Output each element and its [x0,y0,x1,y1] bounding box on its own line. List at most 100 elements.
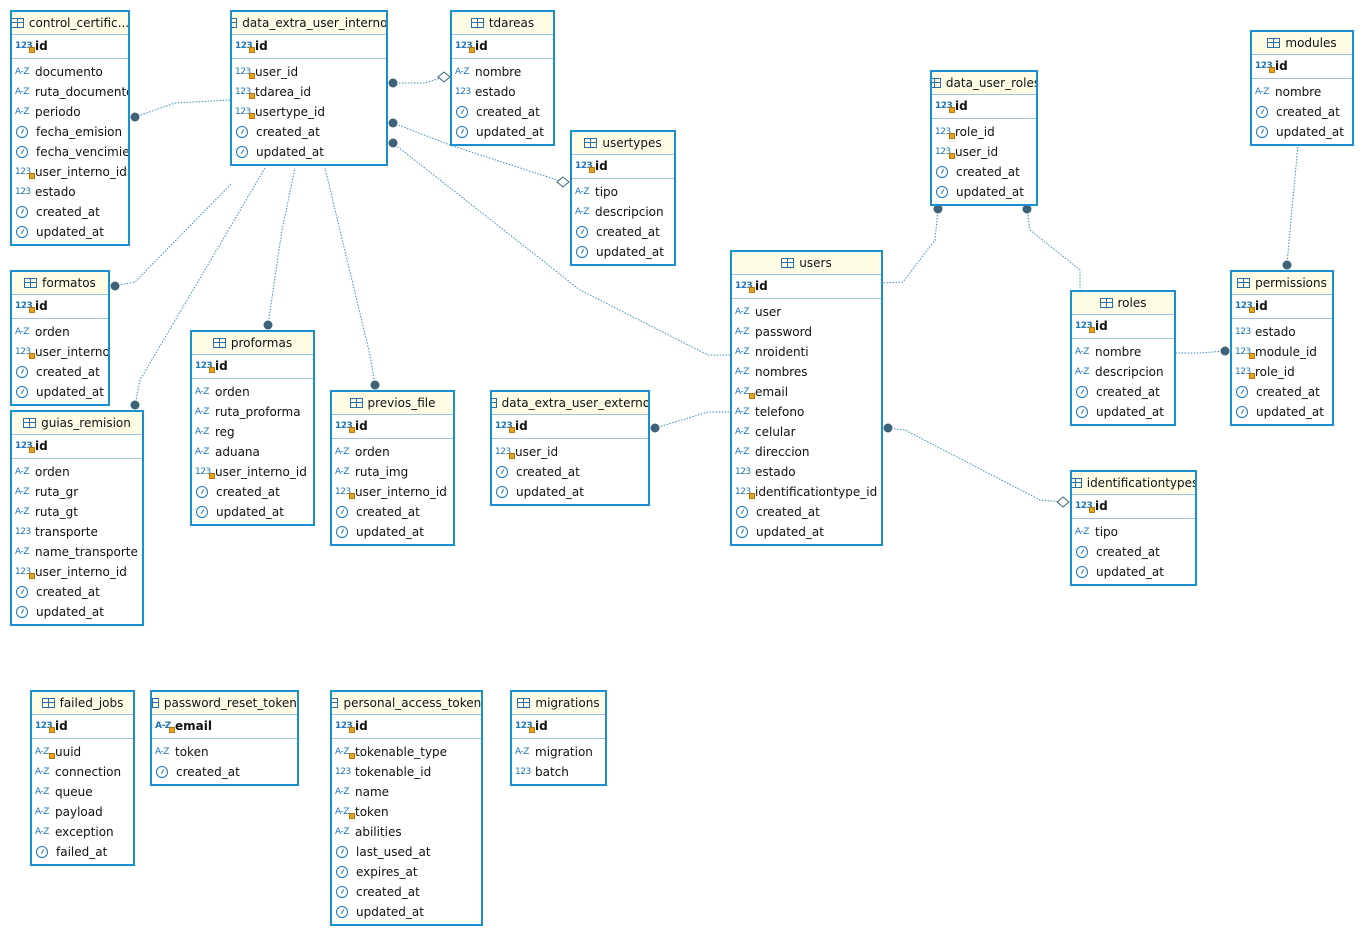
table-column[interactable]: created_at [152,762,297,782]
table-column[interactable]: updated_at [1252,122,1352,142]
table-column[interactable]: created_at [932,162,1036,182]
table-header[interactable]: personal_access_tokens [332,692,481,715]
table-column[interactable]: fecha_emision [12,122,128,142]
table-column[interactable]: expires_at [332,862,481,882]
table-header[interactable]: failed_jobs [32,692,133,715]
table-header[interactable]: data_user_roles [932,72,1036,95]
table-column[interactable]: updated_at [232,142,386,162]
table-column[interactable]: created_at [452,102,553,122]
table-column[interactable]: created_at [12,362,108,382]
table-column[interactable]: created_at [1232,382,1332,402]
table-column[interactable]: updated_at [332,522,453,542]
table-header[interactable]: previos_file [332,392,453,415]
table-header[interactable]: modules [1252,32,1352,55]
table-column[interactable]: failed_at [32,842,133,862]
table-column[interactable]: created_at [232,122,386,142]
table-header[interactable]: control_certific... [12,12,128,35]
table-formatos[interactable]: formatos123idA-Zorden123user_interno_icr… [10,270,110,406]
table-column[interactable]: created_at [572,222,674,242]
table-column[interactable]: created_at [732,502,881,522]
table-column[interactable]: updated_at [332,902,481,922]
table-column[interactable]: created_at [12,202,128,222]
table-header[interactable]: guias_remision [12,412,142,435]
table-column[interactable]: created_at [492,462,648,482]
table-header[interactable]: data_extra_user_internos [232,12,386,35]
table-header[interactable]: users [732,252,881,275]
table-header[interactable]: data_extra_user_externos [492,392,648,415]
table-header[interactable]: migrations [512,692,605,715]
table-column[interactable]: updated_at [12,602,142,622]
table-column[interactable]: updated_at [1072,402,1174,422]
table-column[interactable]: updated_at [932,182,1036,202]
table-header[interactable]: proformas [192,332,313,355]
table-column[interactable]: created_at [1072,382,1174,402]
table-header[interactable]: password_reset_tokens [152,692,297,715]
table-header[interactable]: identificationtypes [1072,472,1195,495]
table-column[interactable]: updated_at [732,522,881,542]
